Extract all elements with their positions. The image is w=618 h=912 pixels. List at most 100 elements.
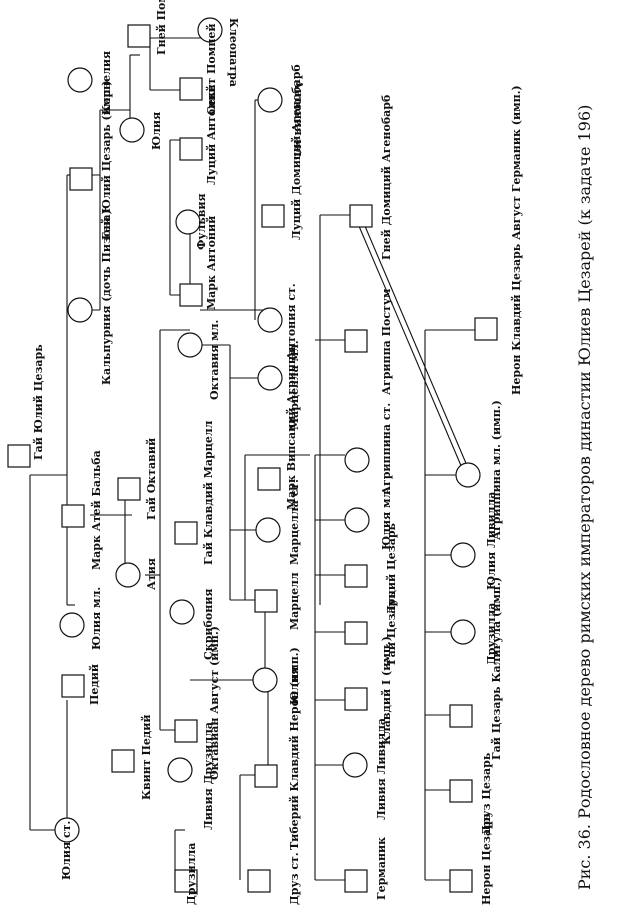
person-label: Ливия Ливилла [375, 718, 388, 820]
person-label: Марцелла мл. [288, 340, 301, 430]
female-node [342, 752, 368, 778]
female-node [255, 517, 281, 543]
female-node [197, 17, 223, 43]
male-node [174, 521, 198, 545]
figure-caption: Рис. 36. Родословное дерево римских импе… [575, 105, 594, 890]
person-label: Юлия мл. [380, 487, 393, 550]
male-node [254, 764, 278, 788]
person-label: Марк Антоний [205, 216, 218, 310]
person-label: Корнелия [100, 51, 113, 115]
male-node [344, 869, 368, 893]
male-node [449, 704, 473, 728]
person-label: Луций Цезарь [385, 522, 398, 615]
person-label: Нерон Клавдий Цезарь Август Германик (им… [510, 85, 523, 395]
female-node [67, 297, 93, 323]
person-label: Гай Цезарь Калигула (имп.) [490, 577, 503, 760]
male-node [117, 477, 141, 501]
person-label: Марцелла ст. [288, 479, 301, 565]
person-label: Октавия мл. [208, 320, 221, 400]
person-label: Педий [88, 664, 101, 705]
female-node [169, 599, 195, 625]
person-label: Кальпурния (дочь Пизона) [100, 209, 113, 385]
person-label: Марцелл [288, 572, 301, 630]
female-node [67, 67, 93, 93]
connector-line [355, 204, 472, 476]
female-node [455, 462, 481, 488]
female-node [344, 447, 370, 473]
male-node [179, 137, 203, 161]
person-label: Германик [375, 837, 388, 900]
person-label: Клавдий I (имп.) [380, 636, 393, 745]
person-label: Друзилла [485, 603, 498, 665]
female-node [257, 87, 283, 113]
person-label: Друз Цезарь [480, 752, 493, 835]
person-label: Юлия мл. [90, 587, 103, 650]
male-node [344, 329, 368, 353]
male-node [127, 24, 151, 48]
person-label: Фульвия [195, 193, 208, 250]
tree-nodes [7, 17, 498, 893]
tree-labels: Гай Юлий Цезарь Юлия ст. Квинт Педий Пед… [32, 0, 523, 905]
male-node [344, 687, 368, 711]
person-label: Марк Атей Бальба [90, 450, 103, 570]
male-node [7, 444, 31, 468]
female-node [59, 612, 85, 638]
person-label: Нерон Цезарь [480, 813, 493, 905]
person-label: Агриппина мл. (имп.) [490, 400, 503, 540]
person-label: Гай Цезарь [385, 591, 398, 665]
female-node [175, 209, 201, 235]
male-node [69, 167, 93, 191]
person-label: Юлия Ливилла [485, 492, 498, 590]
male-node [261, 204, 285, 228]
male-node [449, 869, 473, 893]
person-label: Юлия [288, 667, 301, 705]
person-label: Луций Антоний [205, 84, 218, 185]
person-label: Скрибония [202, 588, 215, 660]
person-label: Гней Помпей [155, 0, 168, 55]
male-node [349, 204, 373, 228]
male-node [344, 564, 368, 588]
person-label: Октавиан Август (имп.) [208, 626, 221, 780]
person-label: Гай Юлий Цезарь [32, 344, 45, 460]
male-node [61, 674, 85, 698]
person-label: Антония мл. [292, 80, 305, 160]
person-label: Друз ст. [288, 852, 301, 905]
female-node [177, 332, 203, 358]
person-label: Агриппа Постум [380, 288, 393, 395]
person-label: Луций Домиций Агенобарб [290, 64, 303, 240]
female-node [119, 117, 145, 143]
male-node [61, 504, 85, 528]
male-node [254, 589, 278, 613]
person-label: Юлия [150, 112, 163, 150]
person-label: Тиберий Клавдий Нерон (имп.) [288, 647, 301, 850]
female-node [115, 562, 141, 588]
person-label: Гай Юлий Цезарь (имп.) [100, 80, 113, 240]
person-label: Ливия Друзилла [202, 722, 215, 830]
person-label: Марк Випсаний Агриппа [285, 349, 298, 510]
male-node [174, 719, 198, 743]
male-node [111, 749, 135, 773]
male-node [474, 317, 498, 341]
female-node [257, 307, 283, 333]
connector-line [349, 204, 466, 476]
male-node [344, 621, 368, 645]
male-node [449, 779, 473, 803]
person-label: Юлия ст. [60, 821, 73, 880]
female-node [167, 757, 193, 783]
male-node [174, 869, 198, 893]
female-node [344, 507, 370, 533]
female-node [450, 619, 476, 645]
person-label: Гай Октавий [145, 438, 158, 520]
female-node [257, 365, 283, 391]
person-label: Агриппина ст. [380, 403, 393, 495]
male-node [257, 467, 281, 491]
person-label: Секст Помпей [205, 23, 218, 115]
person-label: Атия [145, 558, 158, 590]
female-node [450, 542, 476, 568]
male-node [179, 77, 203, 101]
female-node [252, 667, 278, 693]
female-node [54, 817, 80, 843]
person-label: Гней Домиций Агенобарб [380, 95, 393, 260]
person-label: Друзилла [185, 843, 198, 905]
